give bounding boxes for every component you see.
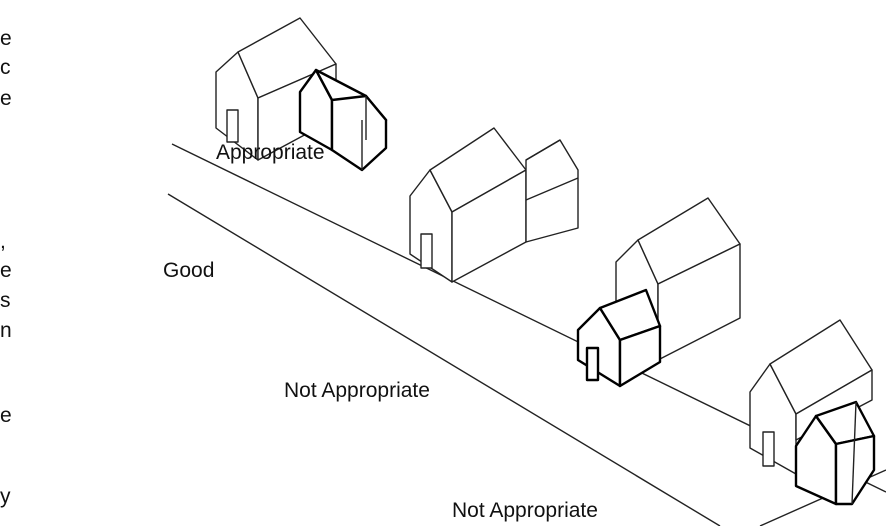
garage-side-wall	[330, 94, 388, 172]
label-good: Good	[163, 259, 215, 282]
label-appropriate: Appropriate	[216, 141, 325, 164]
cropped-text-fragment: e	[0, 404, 12, 427]
cropped-text-fragment: e	[0, 259, 12, 282]
house-door	[226, 109, 239, 143]
cropped-text-fragment: y	[0, 485, 11, 508]
cropped-text-fragment: s	[0, 289, 11, 312]
cropped-text-fragment: c	[0, 56, 11, 79]
house-appropriate	[215, 17, 388, 172]
garage-side-wall	[834, 434, 876, 506]
label-not-appropriate-side: Not Appropriate	[452, 499, 598, 522]
house-not-appropriate-side-garage	[749, 319, 876, 506]
cropped-text-fragment: n	[0, 319, 12, 342]
garage-door	[585, 346, 600, 382]
house-not-appropriate-front-garage	[576, 197, 741, 388]
road-edge-lower	[167, 193, 721, 526]
house-good	[409, 127, 579, 283]
house-door	[762, 431, 775, 467]
house-door	[420, 233, 433, 269]
garage-side-wall	[618, 324, 662, 388]
label-not-appropriate-front: Not Appropriate	[284, 379, 430, 402]
cropped-text-fragment: e	[0, 27, 12, 50]
cropped-text-fragment: e	[0, 87, 12, 110]
cropped-text-fragment: ,	[0, 230, 6, 253]
